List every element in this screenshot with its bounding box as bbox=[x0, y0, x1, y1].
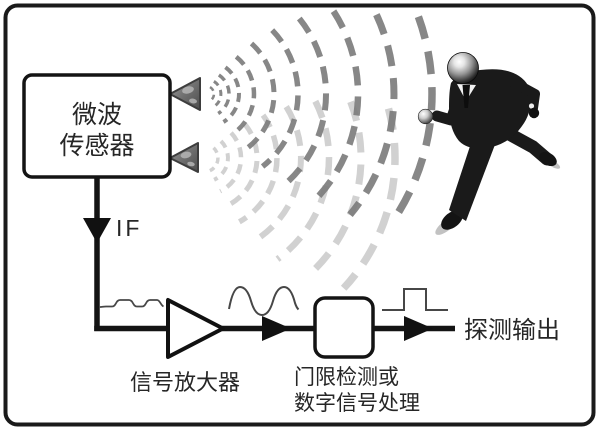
right-arrow-icon-1 bbox=[262, 316, 291, 341]
shirt-cuff bbox=[528, 103, 535, 109]
processor-label-line1: 门限检测或 bbox=[294, 366, 399, 389]
figure-border bbox=[3, 3, 596, 427]
down-arrow-icon bbox=[83, 218, 111, 243]
head bbox=[447, 52, 479, 84]
antenna-triangle-icons bbox=[169, 77, 201, 173]
sensor-label-line1: 微波 bbox=[72, 101, 122, 129]
running-person-icon bbox=[417, 52, 561, 235]
right-arrow-icon-2 bbox=[404, 316, 433, 341]
if-ripple-waveform bbox=[98, 299, 165, 308]
back-arm bbox=[508, 77, 540, 113]
amplifier-label: 信号放大器 bbox=[130, 370, 240, 395]
tie bbox=[462, 85, 470, 108]
front-arm bbox=[431, 91, 465, 126]
arrowheads bbox=[83, 218, 433, 341]
microwave-sensor-box bbox=[22, 73, 172, 179]
pulse-waveform bbox=[382, 288, 448, 311]
antenna-highlights bbox=[180, 86, 197, 167]
processor-label-line2: 数字信号处理 bbox=[294, 392, 420, 415]
front-shoe bbox=[539, 151, 557, 167]
sensor-label-line2: 传感器 bbox=[59, 132, 134, 160]
back-leg bbox=[449, 134, 496, 221]
radar-wave-arcs-front bbox=[209, 9, 436, 218]
amplifier-triangle-icon bbox=[166, 298, 225, 359]
back-fist bbox=[528, 107, 540, 119]
output-label: 探测输出 bbox=[464, 317, 560, 344]
processor-box-icon bbox=[313, 296, 375, 359]
front-fist-ball bbox=[417, 108, 434, 125]
connection-lines bbox=[94, 177, 455, 332]
sine-waveform bbox=[228, 285, 300, 317]
labels: 微波 传感器 IF 信号放大器 门限检测或 数字信号处理 探测输出 bbox=[59, 101, 560, 415]
if-label: IF bbox=[116, 215, 142, 241]
